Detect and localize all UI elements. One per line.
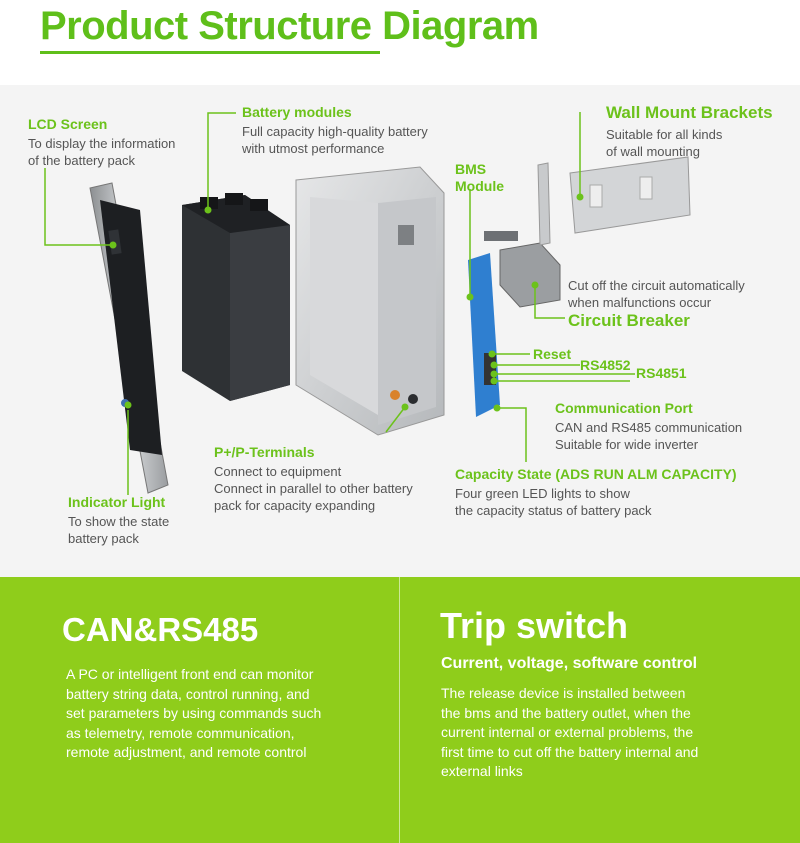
front-panel	[89, 182, 169, 494]
can-rs485-text: A PC or intelligent front end can monito…	[66, 665, 321, 763]
desc-line: of the battery pack	[28, 153, 135, 168]
text-line: the bms and the battery outlet, when the	[441, 704, 691, 721]
desc-line: pack for capacity expanding	[214, 498, 376, 513]
structure-diagram: LCD Screen To display the information of…	[0, 85, 800, 577]
text-line: as telemetry, remote communication,	[66, 724, 295, 741]
p-minus-terminal	[408, 394, 418, 404]
desc-line: the capacity status of battery pack	[455, 503, 652, 518]
lcd-screen-desc: To display the information of the batter…	[28, 135, 175, 169]
bms-board	[468, 253, 500, 417]
terminals-title: P+/P-Terminals	[214, 444, 315, 460]
desc-line: when malfunctions occur	[568, 295, 712, 310]
text-line: external links	[441, 763, 523, 779]
desc-line: Suitable for wide inverter	[555, 437, 699, 452]
lcd-screen-title: LCD Screen	[28, 116, 108, 132]
trip-switch-text: The release device is installed between …	[441, 684, 698, 782]
text-line: current internal or external problems, t…	[441, 724, 694, 740]
terminals-desc: Connect to equipment Connect in parallel…	[214, 463, 413, 514]
battery-case	[295, 166, 445, 436]
indicator-light-desc: To show the state battery pack	[68, 513, 169, 547]
p-plus-terminal	[390, 390, 400, 400]
leader-dots	[109, 193, 584, 412]
text-line: set parameters by using commands such	[66, 705, 322, 721]
can-rs485-title: CAN&RS485	[62, 611, 259, 648]
wall-brackets-desc: Suitable for all kinds of wall mounting	[606, 126, 722, 160]
reset-title: Reset	[533, 346, 572, 362]
feature-panels: CAN&RS485 A PC or intelligent front end …	[0, 577, 800, 843]
desc-line: Suitable for all kinds	[606, 127, 723, 142]
diagram-illustration	[44, 112, 691, 495]
rs4852-title: RS4852	[580, 357, 631, 373]
wall-brackets	[537, 156, 691, 246]
communication-port-desc: CAN and RS485 communication Suitable for…	[555, 419, 742, 453]
desc-line: To show the state	[68, 514, 170, 529]
header: Product Structure Diagram	[0, 0, 800, 85]
desc-line: Connect in parallel to other battery	[214, 481, 413, 496]
page-title: Product Structure Diagram	[40, 4, 539, 48]
trip-switch-title: Trip switch	[440, 605, 629, 646]
indicator-light-title: Indicator Light	[68, 494, 166, 510]
capacity-state-title: Capacity State (ADS RUN ALM CAPACITY)	[455, 466, 737, 482]
desc-line: battery pack	[68, 531, 139, 546]
desc-line: Full capacity high-quality battery	[242, 124, 428, 139]
desc-line: Connect to equipment	[214, 464, 342, 479]
text-line: battery string data, control running, an…	[66, 685, 310, 702]
desc-line: Cut off the circuit automatically	[568, 278, 745, 293]
desc-line: Four green LED lights to show	[455, 486, 630, 501]
bms-module-title: BMS Module	[455, 161, 504, 195]
battery-modules	[182, 193, 290, 401]
circuit-breaker-desc: Cut off the circuit automatically when m…	[568, 277, 745, 311]
lcd-screen	[108, 229, 122, 255]
circuit-breaker-title: Circuit Breaker	[568, 311, 690, 330]
desc-line: CAN and RS485 communication	[555, 420, 743, 435]
battery-modules-title: Battery modules	[242, 104, 352, 120]
text-line: The release device is installed between	[441, 685, 686, 701]
text-line: first time to cut off the battery intern…	[441, 743, 699, 760]
communication-port-title: Communication Port	[555, 400, 693, 416]
panel-divider	[399, 577, 400, 843]
title-line: BMS	[455, 161, 487, 177]
desc-line: with utmost performance	[242, 141, 385, 156]
title-underline	[40, 51, 380, 54]
rs4851-title: RS4851	[636, 365, 687, 381]
leader-lines	[44, 112, 635, 495]
wall-brackets-title: Wall Mount Brackets	[606, 103, 773, 122]
text-line: A PC or intelligent front end can monito…	[66, 666, 314, 682]
desc-line: of wall mounting	[606, 144, 700, 159]
desc-line: To display the information	[28, 136, 176, 151]
text-line: remote adjustment, and remote control	[66, 744, 307, 760]
battery-modules-desc: Full capacity high-quality battery with …	[242, 123, 428, 157]
title-line: Module	[455, 178, 504, 194]
capacity-state-desc: Four green LED lights to show the capaci…	[455, 485, 652, 519]
trip-switch-subtitle: Current, voltage, software control	[441, 655, 698, 672]
